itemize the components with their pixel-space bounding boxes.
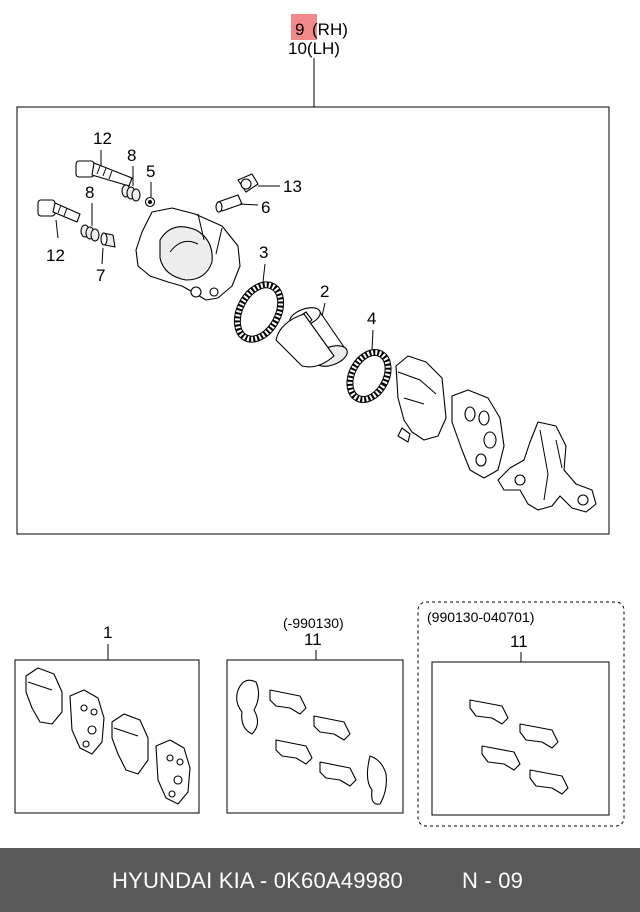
caliper-mounting-bracket[interactable] [497, 421, 597, 513]
piston-boot[interactable] [338, 342, 400, 410]
pad-set-frame [14, 659, 200, 814]
callout-12-lower: 12 [46, 246, 65, 265]
caliper-piston[interactable] [275, 304, 350, 370]
part-9-label[interactable]: 9 [295, 20, 304, 39]
clip-kit-early-parts[interactable] [236, 679, 387, 805]
outer-brake-pad[interactable] [451, 389, 505, 479]
footer-page-number: N - 09 [462, 868, 524, 893]
clip-kit-late-dashed-frame [417, 601, 625, 827]
callout-7: 7 [96, 266, 105, 285]
bleeder-screw[interactable] [144, 196, 156, 208]
callout-6: 6 [261, 198, 270, 217]
guide-bushing[interactable] [100, 232, 116, 248]
kit-11-early-number: 11 [304, 630, 322, 649]
pad-set-pads[interactable] [25, 667, 191, 805]
caliper-body[interactable] [135, 207, 241, 301]
callout-8-upper: 8 [127, 146, 136, 165]
callout-5: 5 [146, 162, 155, 181]
part-10-label[interactable]: 10(LH) [288, 39, 340, 58]
guide-bolt-lower[interactable] [37, 199, 81, 223]
callout-2: 2 [320, 282, 329, 301]
brake-caliper-exploded-diagram: 9 (RH) 10(LH) 12 8 5 12 8 [14, 14, 625, 827]
clip-kit-late-parts[interactable] [469, 699, 569, 795]
callout-13: 13 [283, 177, 302, 196]
part-9-highlight [291, 14, 317, 40]
hose-bolt[interactable] [215, 194, 243, 213]
callout-12-upper: 12 [93, 129, 112, 148]
part-9-side-label: (RH) [312, 20, 348, 39]
callout-8-lower: 8 [85, 183, 94, 202]
piston-seal[interactable] [225, 273, 294, 350]
inner-brake-pad[interactable] [395, 355, 447, 443]
footer-brand-part-number: HYUNDAI KIA - 0K60A49980 [112, 868, 403, 893]
callout-4: 4 [367, 309, 376, 328]
kit-11-late-range: (990130-040701) [427, 609, 534, 625]
dust-boot-upper[interactable] [121, 184, 141, 202]
kit-11-late-number: 11 [510, 632, 528, 651]
guide-bolt-upper[interactable] [75, 160, 133, 187]
dust-boot-lower[interactable] [80, 224, 100, 242]
kit-11-early-range: (-990130) [283, 615, 344, 631]
footer-bar: HYUNDAI KIA - 0K60A49980 N - 09 [0, 848, 640, 912]
clip-kit-early-frame [226, 659, 404, 814]
bleeder-cap[interactable] [237, 173, 259, 193]
clip-kit-late-frame [431, 661, 610, 816]
callout-3: 3 [259, 243, 268, 262]
kit-1-number: 1 [103, 623, 112, 642]
caliper-assembly-frame [16, 106, 610, 535]
